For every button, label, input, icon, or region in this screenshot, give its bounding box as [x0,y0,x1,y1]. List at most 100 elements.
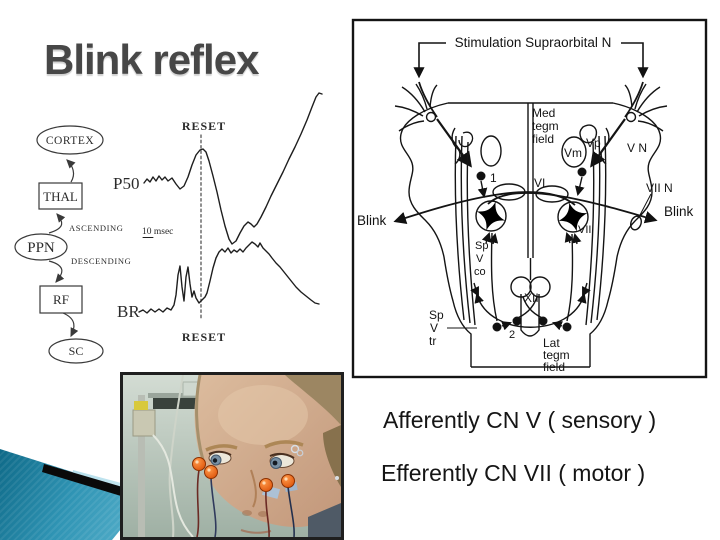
flow-node-ppn-label: PPN [27,240,55,256]
star-to-bottom-left [490,232,498,322]
dot-to-star-right [574,176,585,197]
pupil-left [212,458,218,463]
brainstem-outline-left [399,102,472,367]
nostril-left [242,510,252,516]
stimulation-bracket-right [621,42,649,79]
nerve-twigs-right [624,81,668,132]
vm-label: Vm [564,146,582,160]
blink-right-label: Blink [664,204,694,219]
wire-1 [196,469,200,538]
device [132,409,156,437]
afferent-arrow-left [436,118,472,168]
decussation-dot-d [562,322,572,332]
eyelid-right [269,452,295,459]
wire-4 [287,486,295,538]
flow-node-thal-label: THAL [43,189,78,204]
cable-2 [152,434,194,538]
ascending-label: ASCENDING [69,223,124,233]
star-input-left-b [488,232,499,245]
sp-v-tr-label-3: tr [429,334,436,348]
forehead-highlight [218,385,308,445]
flow-node-ppn [14,233,68,261]
star-to-bottom-right [566,233,574,322]
shoulder [308,503,341,537]
device-yellow-label [134,401,148,410]
flow-node-rf-label: RF [53,292,69,307]
star-input-left-a [481,232,492,244]
vii-label: VII [578,224,591,236]
vm-nucleus [561,136,587,168]
nerve-twigs-left [394,81,438,132]
br-label: BR [117,302,140,321]
flow-node-sc-label: SC [69,344,84,358]
flow-arrow-thal-cortex [66,159,76,183]
ganglion-left [425,111,437,123]
lat-tegm-label-2: tegm [543,348,570,362]
flow-node-cortex-label: CORTEX [46,135,95,147]
relay-2-label: 2 [509,329,515,341]
oval-left [480,135,502,167]
brainstem-diagram: Stimulation Supraorbital N [351,18,708,379]
relay-dot-1-left [476,171,486,181]
descending-label: DESCENDING [71,256,131,266]
relay-dot-1-right [577,167,587,177]
scale-bar-label: 10 msec [142,227,173,237]
brainstem-outline-right [589,102,662,367]
electrode-photo-art [123,374,341,538]
p50-label: P50 [113,174,139,193]
electrodes [192,457,295,492]
vii-n-pointer [639,193,652,216]
vp-nucleus [579,124,598,144]
electrode-photo [120,372,344,540]
ganglion-right [625,111,637,123]
flow-node-rf [39,285,83,314]
star-input-right-b [571,232,582,245]
decussation-dot-b [512,316,522,326]
stimulation-label: Stimulation Supraorbital N [455,35,612,50]
shelf [148,393,206,398]
caption-afferent: Afferently CN V ( sensory ) [383,407,657,433]
blink-arrow-right [487,192,658,224]
relay-1-label: 1 [490,171,497,185]
br-trace [138,241,320,314]
sp-v-tr-label-2: V [430,321,438,335]
star-right [558,202,588,232]
waveform-chart: RESET P50 10 msec BR RESET [113,92,323,344]
sp-v-co-label-2: V [476,253,484,265]
flow-arrow-rf-sc [62,312,79,338]
star-left [476,201,506,231]
hair-side [323,425,341,487]
figure-border [351,18,708,379]
spinal-tract-left [454,135,479,326]
xii-label: XII [524,291,539,305]
brow-ring-2 [296,449,304,457]
flow-diagram: CORTEX THAL PPN RF SC ASCENDING DESCENDI… [14,125,131,364]
nose-line [250,469,257,508]
flow-node-cortex [36,125,104,155]
sp-v-tr-label-1: Sp [429,308,444,322]
decussation-arrow-right [552,321,563,331]
v-n-label: V N [627,141,647,155]
wire-2 [210,477,217,538]
eyebrow-left [205,444,238,452]
flow-node-thal [38,182,83,210]
stimulation-bracket-left [413,42,446,79]
eyelid-left [208,450,232,456]
vii-foramen [630,215,642,231]
wire-3 [265,490,270,538]
caption-efferent: Efferently CN VII ( motor ) [381,460,646,486]
decussation-dot-c [538,316,548,326]
decussation-arrow-left [501,321,512,331]
vii-n-label: VII N [646,181,673,195]
nostril-right [258,511,268,517]
hair-top [273,375,341,425]
afferent-arrow-right [590,118,626,168]
reset-top-label: RESET [182,119,226,133]
hair-strand [195,374,205,461]
flow-node-sc [48,338,104,364]
pupil-right [272,460,278,466]
pole [138,395,145,537]
xii-column [520,294,540,337]
